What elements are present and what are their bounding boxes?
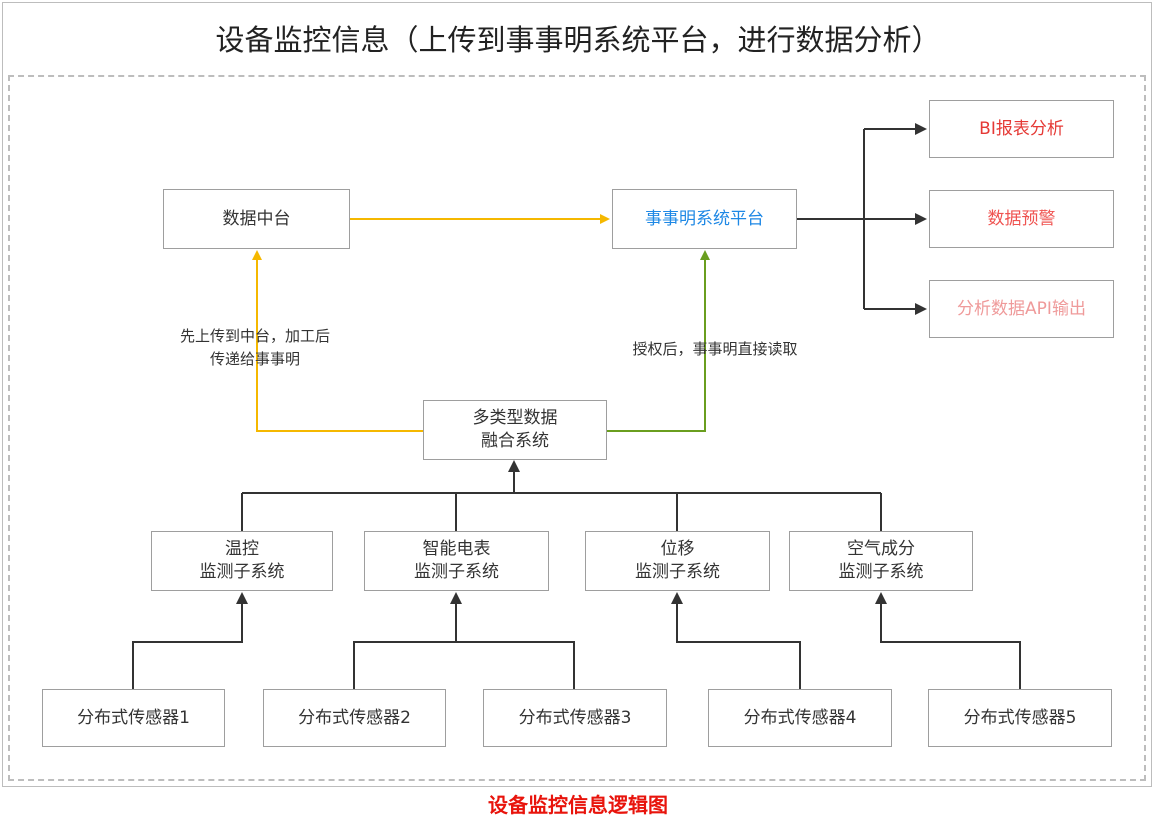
node-sub-temp-line1: 温控 bbox=[225, 539, 259, 560]
node-fusion: 多类型数据 融合系统 bbox=[423, 400, 607, 460]
node-sensor-2-label: 分布式传感器2 bbox=[298, 707, 411, 728]
node-sub-disp-line2: 监测子系统 bbox=[635, 562, 720, 582]
node-sensor-4: 分布式传感器4 bbox=[708, 689, 892, 747]
node-sub-air-line2: 监测子系统 bbox=[838, 562, 924, 582]
edge-sensor2 bbox=[353, 641, 456, 689]
node-data-middle: 数据中台 bbox=[163, 189, 350, 249]
edge-sensor5 bbox=[875, 592, 1021, 689]
diagram-title: 设备监控信息（上传到事事明系统平台，进行数据分析） bbox=[215, 23, 941, 57]
node-sub-temp-line2: 监测子系统 bbox=[199, 562, 285, 582]
node-bi: BI报表分析 bbox=[929, 100, 1114, 158]
node-sub-air: 空气成分 监测子系统 bbox=[789, 531, 973, 591]
node-data-middle-label: 数据中台 bbox=[222, 208, 291, 229]
edge-label-left-line1: 先上传到中台，加工后 bbox=[179, 327, 330, 345]
node-bi-label: BI报表分析 bbox=[979, 118, 1064, 139]
node-alert: 数据预警 bbox=[929, 190, 1114, 248]
node-sensor-5-label: 分布式传感器5 bbox=[963, 707, 1077, 728]
node-sub-disp: 位移 监测子系统 bbox=[585, 531, 770, 591]
node-sensor-3: 分布式传感器3 bbox=[483, 689, 667, 747]
node-sensor-5: 分布式传感器5 bbox=[928, 689, 1112, 747]
node-platform-label: 事事明系统平台 bbox=[645, 208, 764, 229]
node-fusion-line1: 多类型数据 bbox=[472, 408, 558, 429]
edge-label-right: 授权后，事事明直接读取 bbox=[600, 338, 830, 361]
node-sensor-2: 分布式传感器2 bbox=[263, 689, 446, 747]
diagram-frame bbox=[2, 2, 1152, 787]
node-sensor-1-label: 分布式传感器1 bbox=[77, 707, 190, 728]
edge-fusion-to-platform bbox=[607, 250, 710, 432]
node-fusion-line2: 融合系统 bbox=[481, 431, 549, 451]
edge-label-right-text: 授权后，事事明直接读取 bbox=[632, 340, 798, 358]
node-sensor-1: 分布式传感器1 bbox=[42, 689, 225, 747]
edge-label-left-line2: 传递给事事明 bbox=[209, 349, 300, 368]
node-sub-meter-line2: 监测子系统 bbox=[414, 562, 499, 582]
edge-sensor4 bbox=[671, 592, 801, 689]
dashed-boundary bbox=[8, 75, 1146, 781]
edge-fusion-to-middle bbox=[252, 250, 423, 432]
node-alert-label: 数据预警 bbox=[987, 208, 1056, 229]
node-sub-temp: 温控 监测子系统 bbox=[151, 531, 333, 591]
diagram-caption: 设备监控信息逻辑图 bbox=[488, 793, 668, 817]
node-sub-air-line1: 空气成分 bbox=[847, 539, 915, 560]
edge-label-left: 先上传到中台，加工后 传递给事事明 bbox=[150, 325, 360, 370]
edge-sensor3 bbox=[456, 641, 575, 689]
node-sensor-3-label: 分布式传感器3 bbox=[518, 707, 632, 728]
node-sub-meter-line1: 智能电表 bbox=[422, 539, 491, 560]
node-sub-disp-line1: 位移 bbox=[660, 539, 695, 560]
edge-sensor1 bbox=[132, 592, 248, 689]
node-platform: 事事明系统平台 bbox=[612, 189, 797, 249]
node-sensor-4-label: 分布式传感器4 bbox=[743, 707, 857, 728]
node-api: 分析数据API输出 bbox=[929, 280, 1114, 338]
node-api-label: 分析数据API输出 bbox=[957, 298, 1086, 319]
node-sub-meter: 智能电表 监测子系统 bbox=[364, 531, 549, 591]
